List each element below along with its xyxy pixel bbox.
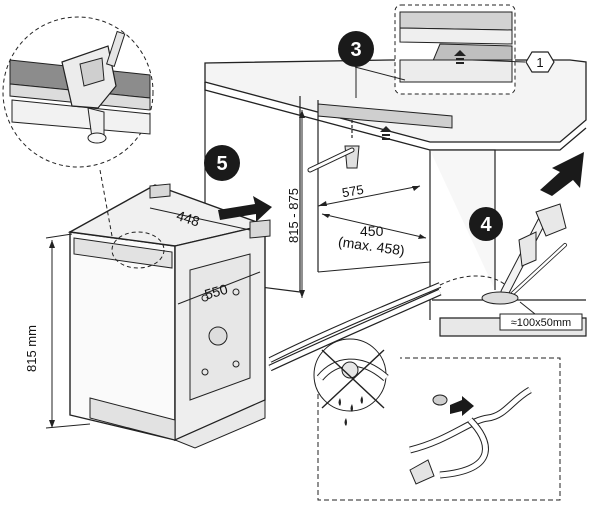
dimension-depth: 550 [177, 271, 261, 305]
label-niche-width: 450 [360, 223, 384, 239]
step-badge-4: 4 [469, 207, 503, 241]
step-badge-3: 3 [338, 31, 374, 98]
dishwasher [67, 169, 271, 449]
label-depth: 550 [203, 281, 230, 303]
up-arrow-small-icon [380, 126, 392, 140]
water-connector [481, 203, 567, 305]
connect-arrow-icon [450, 396, 474, 416]
dimension-niche-height: 815 - 875 [286, 110, 305, 298]
label-width: 448 [175, 207, 202, 230]
bracket-screw [307, 120, 360, 173]
inset-hose-detail [313, 338, 561, 501]
step-3-label: 3 [350, 39, 361, 61]
inset-clip-detail [2, 16, 154, 168]
label-niche-depth: 575 [341, 182, 365, 201]
dimension-niche-width: 450 (max. 458) [321, 213, 427, 259]
label-niche-width-max: (max. 458) [337, 233, 405, 258]
label-appliance-height: 815 mm [24, 325, 39, 372]
step-badge-5: 5 [204, 145, 240, 181]
label-niche-height: 815 - 875 [286, 188, 301, 243]
push-arrow-icon [218, 196, 272, 222]
dimension-niche-depth: 575 [317, 182, 421, 207]
dimension-appliance-height: 815 mm [24, 233, 91, 429]
inset-foil-detail [354, 4, 526, 95]
step-4-label: 4 [480, 214, 492, 236]
push-direction-arrow-icon [540, 152, 584, 196]
cutout-dimension: ≈100x50mm [499, 301, 583, 331]
callout-1: 1 [525, 51, 555, 73]
label-cutout: ≈100x50mm [511, 317, 571, 329]
callout-1-label: 1 [536, 55, 543, 70]
step-5-label: 5 [216, 153, 227, 175]
dimension-width: 448 [149, 207, 251, 231]
